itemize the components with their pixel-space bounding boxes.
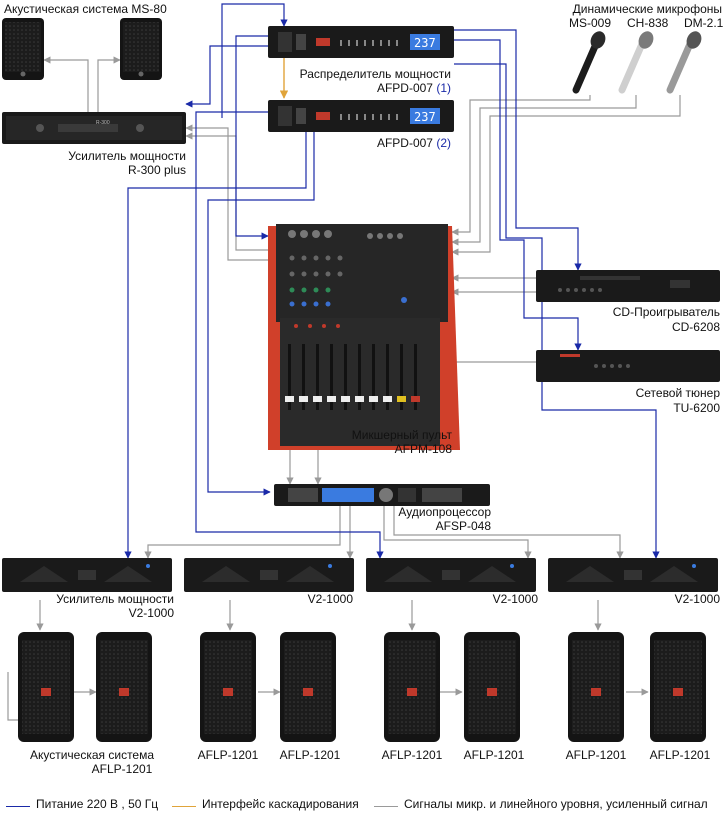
label-speaker-aflp-8: AFLP-1201 bbox=[649, 748, 711, 762]
label-speaker-aflp-6: AFLP-1201 bbox=[463, 748, 525, 762]
amplifier-v2-3 bbox=[366, 558, 536, 592]
label-amp-v2-2: V2-1000 bbox=[307, 592, 353, 606]
label-amp-v2-3: V2-1000 bbox=[492, 592, 538, 606]
network-tuner bbox=[536, 350, 720, 382]
label-speaker-aflp-7: AFLP-1201 bbox=[565, 748, 627, 762]
legend-cascade-label: Интерфейс каскадирования bbox=[202, 797, 359, 811]
label-speaker-ms80: Акустическая система MS-80 bbox=[4, 2, 167, 16]
distributor-2-display: 237 bbox=[414, 110, 436, 124]
legend-power-swatch bbox=[6, 806, 30, 807]
label-tuner-line1: Сетевой тюнер bbox=[635, 386, 720, 400]
label-speaker-aflp-4: AFLP-1201 bbox=[279, 748, 341, 762]
label-mixer-line1: Микшерный пульт bbox=[351, 428, 452, 442]
label-amp-r300-line1: Усилитель мощности bbox=[68, 149, 186, 163]
cd-player bbox=[536, 270, 720, 302]
legend-cascade-swatch bbox=[172, 806, 196, 807]
label-speaker-aflp-1-line2: AFLP-1201 bbox=[91, 762, 153, 776]
legend-signal-swatch bbox=[374, 806, 398, 807]
speaker-aflp-5 bbox=[384, 632, 440, 742]
power-lines bbox=[124, 3, 660, 559]
label-dsp-line2: AFSP-048 bbox=[435, 519, 491, 533]
label-mixer-line2: AFPM-108 bbox=[394, 442, 452, 456]
label-cd-line1: CD-Проигрыватель bbox=[612, 305, 720, 319]
label-cd-line2: CD-6208 bbox=[671, 320, 720, 334]
speaker-aflp-3 bbox=[200, 632, 256, 742]
label-amp-v2-1-line1: Усилитель мощности bbox=[56, 592, 174, 606]
mixer-console bbox=[268, 224, 460, 450]
label-speaker-aflp-3: AFLP-1201 bbox=[197, 748, 259, 762]
power-distributor-2: 237 bbox=[268, 100, 454, 132]
power-distributor-1: 237 bbox=[268, 26, 454, 58]
label-mic-ch838: CH-838 bbox=[627, 16, 669, 30]
microphone-ms009 bbox=[572, 31, 606, 94]
speaker-ms80-right bbox=[120, 18, 162, 80]
label-mic-ms009: MS-009 bbox=[569, 16, 612, 30]
amplifier-v2-2 bbox=[184, 558, 354, 592]
label-distributor-2-number: (2) bbox=[436, 136, 451, 150]
speaker-aflp-6 bbox=[464, 632, 520, 742]
legend-signal-label: Сигналы микр. и линейного уровня, усилен… bbox=[404, 797, 708, 811]
legend-power-label: Питание 220 В , 50 Гц bbox=[36, 797, 159, 811]
amplifier-v2-4 bbox=[548, 558, 718, 592]
speaker-aflp-8 bbox=[650, 632, 706, 742]
label-tuner-line2: TU-6200 bbox=[673, 401, 720, 415]
speaker-aflp-2 bbox=[96, 632, 152, 742]
distributor-1-display: 237 bbox=[414, 36, 436, 50]
microphone-dm21 bbox=[666, 31, 702, 94]
amplifier-r300: R-300 bbox=[2, 112, 186, 144]
label-amp-v2-1-line2: V2-1000 bbox=[128, 606, 174, 620]
label-distributor-1-number: (1) bbox=[436, 81, 451, 95]
label-distributor-1-line2: AFPD-007 (1) bbox=[376, 81, 451, 95]
audio-processor bbox=[274, 484, 490, 506]
label-microphones-title: Динамические микрофоны bbox=[572, 2, 722, 16]
speaker-aflp-1 bbox=[18, 632, 74, 742]
microphone-ch838 bbox=[618, 31, 654, 94]
label-dsp-line1: Аудиопроцессор bbox=[398, 505, 491, 519]
svg-text:R-300: R-300 bbox=[96, 120, 110, 126]
speaker-aflp-4 bbox=[280, 632, 336, 742]
amplifier-v2-1 bbox=[2, 558, 172, 592]
label-distributor-1-line1: Распределитель мощности bbox=[299, 67, 451, 81]
label-distributor-2: AFPD-007 (2) bbox=[376, 136, 451, 150]
label-amp-v2-4: V2-1000 bbox=[674, 592, 720, 606]
speaker-aflp-7 bbox=[568, 632, 624, 742]
label-speaker-aflp-1-line1: Акустическая система bbox=[29, 748, 155, 762]
label-mic-dm21: DM-2.1 bbox=[684, 16, 724, 30]
label-speaker-aflp-5: AFLP-1201 bbox=[381, 748, 443, 762]
label-amp-r300-line2: R-300 plus bbox=[127, 163, 186, 177]
signal-lines bbox=[7, 56, 681, 721]
speaker-ms80-left bbox=[2, 18, 44, 80]
